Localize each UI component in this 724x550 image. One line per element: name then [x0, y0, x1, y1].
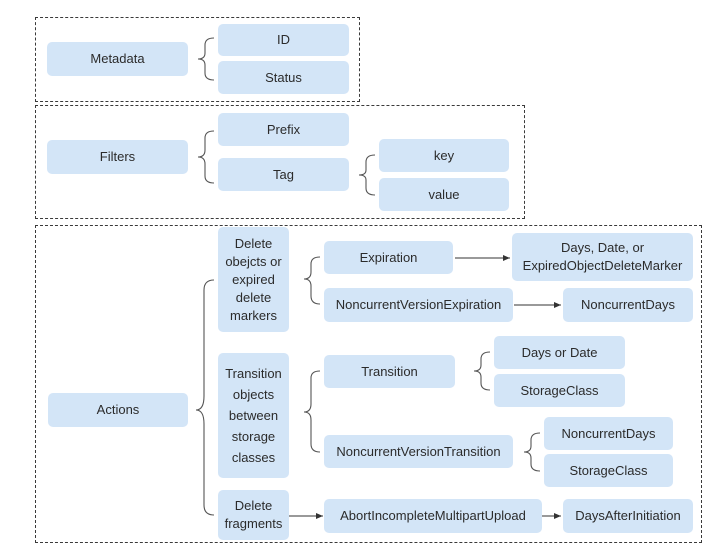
metadata-group — [35, 17, 360, 102]
delete-fragments-node: Delete fragments — [218, 490, 289, 540]
actions-node: Actions — [48, 393, 188, 427]
value-node: value — [379, 178, 509, 211]
storage-class-node-1: StorageClass — [494, 374, 625, 407]
prefix-node: Prefix — [218, 113, 349, 146]
expiration-params-node: Days, Date, or ExpiredObjectDeleteMarker — [512, 233, 693, 281]
actions-group — [35, 225, 702, 543]
metadata-node: Metadata — [47, 42, 188, 76]
filters-node: Filters — [47, 140, 188, 174]
id-node: ID — [218, 24, 349, 56]
storage-class-node-2: StorageClass — [544, 454, 673, 487]
days-after-initiation-node: DaysAfterInitiation — [563, 499, 693, 533]
noncurrent-expiration-node: NoncurrentVersionExpiration — [324, 288, 513, 322]
tag-node: Tag — [218, 158, 349, 191]
noncurrent-transition-node: NoncurrentVersionTransition — [324, 435, 513, 468]
delete-objects-node: Delete obejcts or expired delete markers — [218, 227, 289, 332]
noncurrent-expiration-params-node: NoncurrentDays — [563, 288, 693, 322]
transition-objects-node: Transition objects between storage class… — [218, 353, 289, 478]
transition-node: Transition — [324, 355, 455, 388]
abort-multipart-node: AbortIncompleteMultipartUpload — [324, 499, 542, 533]
noncurrent-days-node: NoncurrentDays — [544, 417, 673, 450]
key-node: key — [379, 139, 509, 172]
filters-group — [35, 105, 525, 219]
status-node: Status — [218, 61, 349, 94]
days-or-date-node: Days or Date — [494, 336, 625, 369]
expiration-node: Expiration — [324, 241, 453, 274]
